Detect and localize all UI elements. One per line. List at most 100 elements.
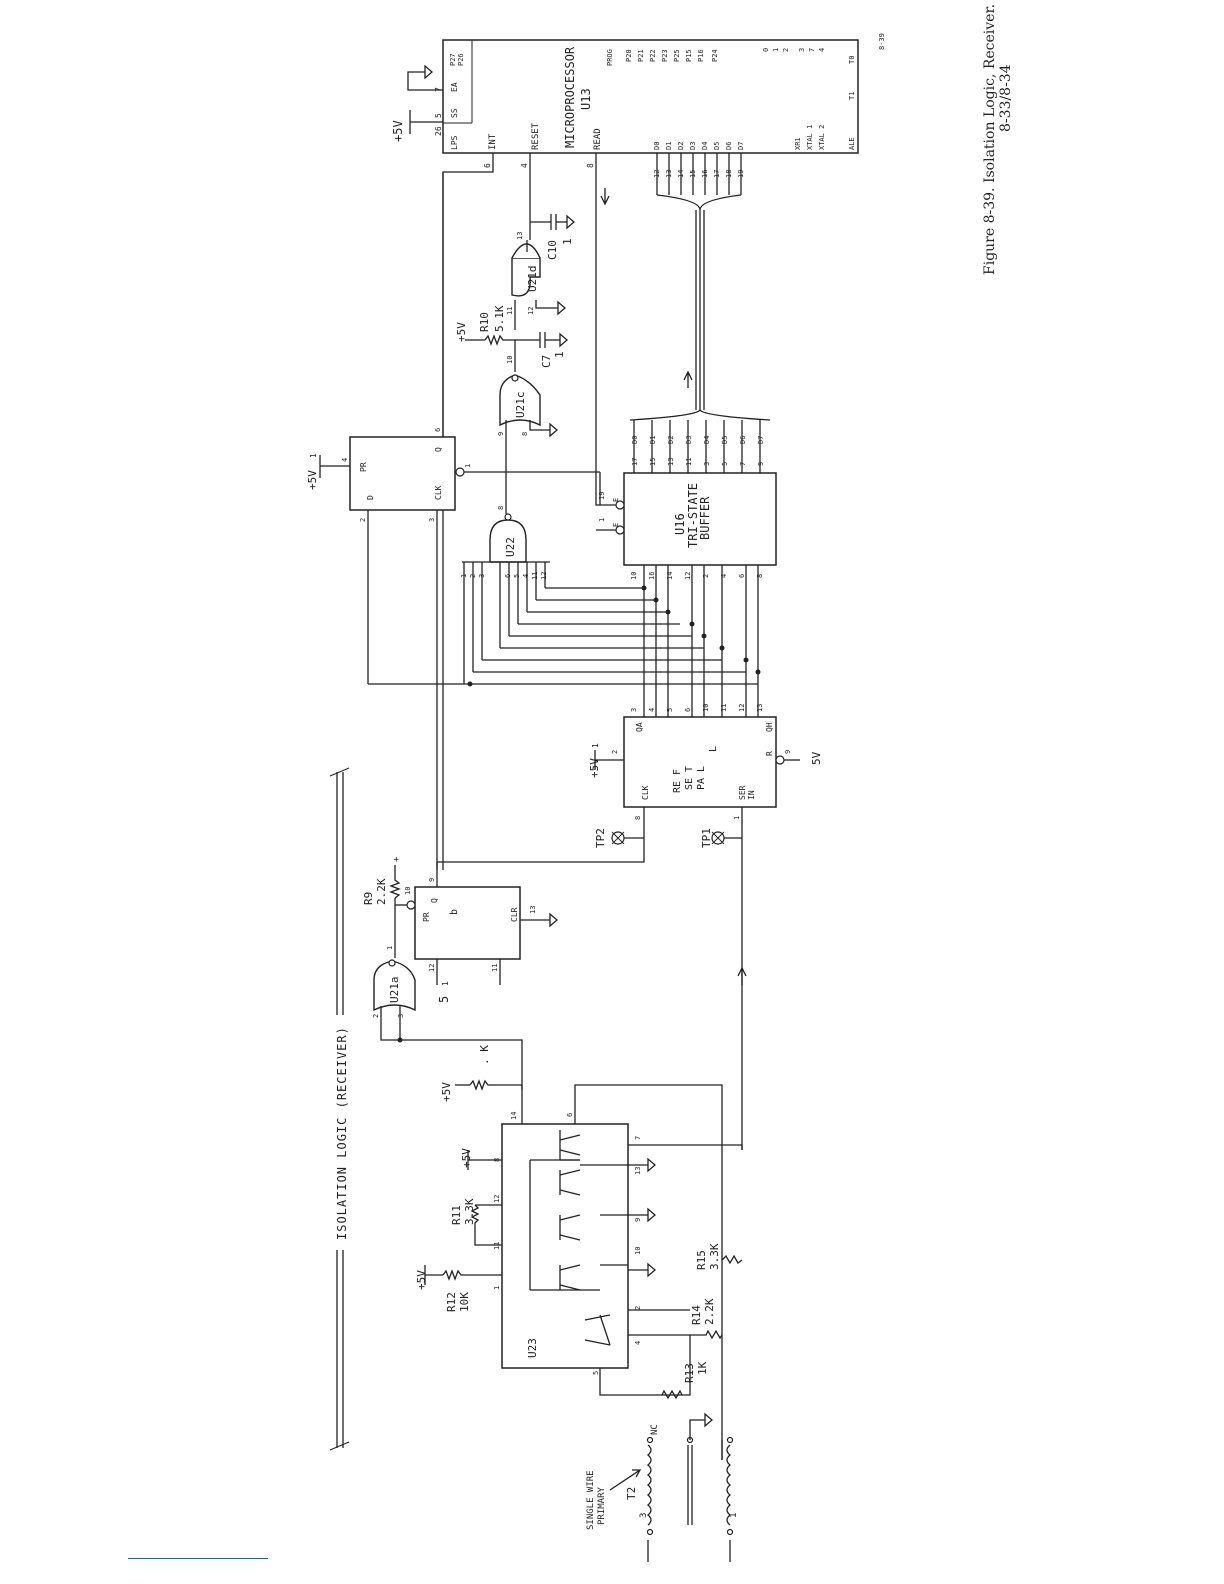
ff-bot-clr: CLR [510, 907, 519, 922]
u13-data-bus-nums: 12 13 14 15 16 17 18 19 [653, 170, 745, 178]
sr-out-3: 3 [630, 708, 638, 712]
u13-num-3: 3 [798, 48, 806, 52]
u22-input-wires [368, 562, 761, 687]
u16-out-d6: D6 [739, 436, 747, 444]
u21d-label: U21d [526, 266, 539, 293]
r13-value: 1K [696, 1361, 709, 1375]
r15-resistor: R15 3.3K [695, 1243, 743, 1270]
u23-pin-12: 12 [493, 1195, 501, 1203]
u16-out-d5: D5 [721, 436, 729, 444]
u13-pin-d3: D3 [689, 142, 697, 150]
ff-bot-pin-10: 10 [404, 887, 412, 895]
u13-pin-p15: P15 [685, 49, 693, 62]
u22-pin-8: 8 [497, 506, 505, 510]
bus-num-19: 19 [737, 170, 745, 178]
ff-top: PR D CLK Q +5V 1 4 2 3 6 1 [306, 172, 600, 870]
u23-isolator: U23 [501, 1123, 629, 1369]
bus-num-15: 15 [689, 170, 697, 178]
r10-ref: R10 [478, 312, 491, 332]
r12-value: 10K [458, 1292, 471, 1312]
u13-num-2: 2 [782, 48, 790, 52]
u13-pin-p22: P22 [649, 49, 657, 62]
c7-value: 1 [553, 351, 566, 358]
u13-pin-read: READ [593, 128, 603, 150]
u23-pin-6: 6 [566, 1113, 574, 1117]
u13-num-1: 1 [772, 48, 780, 52]
sr-r-supply: 5V [810, 751, 823, 765]
u23-pin-10: 10 [634, 1247, 642, 1255]
u22-in-5: 5 [513, 574, 521, 578]
r11-resistor: R11 3.3K [450, 1198, 502, 1246]
sr-qh: QH [765, 722, 774, 732]
u22-in-6: 6 [504, 574, 512, 578]
sr-out-10: 10 [702, 704, 710, 712]
u13-num-7: 7 [808, 48, 816, 52]
ff-top-qbar: Q [434, 447, 443, 452]
u13-pin-ale: ALE [848, 137, 856, 150]
ff-bot-pin-11: 11 [491, 964, 499, 972]
footer-rule [128, 1558, 268, 1559]
u23-pin-7: 7 [634, 1136, 642, 1140]
u16-out-num-5: 5 [721, 462, 729, 466]
u13-pin-ss: SS [450, 108, 459, 118]
bus-num-18: 18 [725, 170, 733, 178]
u23-pin-13: 13 [634, 1167, 642, 1175]
c10-capacitor: C10 1 [530, 214, 575, 260]
sr-out-13: 13 [756, 704, 764, 712]
u16-in-14: 14 [666, 572, 674, 580]
u16-out-num-3: 3 [703, 462, 711, 466]
ser-direction-arrow [737, 966, 747, 985]
u16-out-d0: D0 [631, 436, 639, 444]
ff-top-pr: PR [359, 462, 368, 472]
r13-resistor: R13 1K [661, 1361, 709, 1400]
u13-pin-p24: P24 [711, 49, 719, 62]
r10-value: 5.1K [493, 305, 506, 332]
u23-pin-1: 1 [493, 1286, 501, 1290]
ff-bot-pin-13: 13 [529, 906, 537, 914]
u21a-label: U21a [388, 977, 401, 1004]
sr-clk: CLK [641, 785, 650, 800]
u13-data-pins: D0 D1 D2 D3 D4 D5 D6 D7 [653, 142, 745, 150]
u13-pin-d2: D2 [677, 142, 685, 150]
u16-out-d3: D3 [685, 436, 693, 444]
r11-ref: R11 [450, 1205, 463, 1225]
ff-bot-note: 5 [437, 996, 451, 1003]
u13-pin-d6: D6 [725, 142, 733, 150]
r11-value: 3.3K [463, 1198, 476, 1225]
u21d-pin-11: 11 [506, 307, 514, 315]
u13-pin-ea: EA [450, 82, 459, 92]
u16-en-label-a: E [612, 498, 620, 502]
section-label-bar: ISOLATION LOGIC (RECEIVER) [329, 767, 350, 1451]
r13-ref: R13 [683, 1363, 696, 1383]
sr-line3: PA L [696, 766, 707, 790]
u13-pin-t0: T0 [848, 56, 856, 64]
u13-pin-8: 8 [586, 163, 595, 168]
u13-pin-p21: P21 [637, 49, 645, 62]
r10-supply: +5V [455, 322, 468, 342]
t2-primary: SINGLE WIRE [586, 1470, 596, 1530]
u21c-pin-9: 9 [497, 432, 505, 436]
u23-pin-4: 4 [634, 1341, 642, 1345]
figure-page-ref: 8-33/8-34 [998, 64, 1014, 132]
sr-in: IN [747, 790, 756, 800]
u22-in-4: 4 [522, 574, 530, 578]
u16-in-6: 6 [738, 574, 746, 578]
u16-subtitle2: BUFFER [698, 496, 712, 540]
u16-out-d4: D4 [703, 436, 711, 444]
u13-pin-5: 5 [434, 113, 443, 118]
t2-nc: NC [650, 1424, 660, 1435]
u13-pin-prog: PROG [606, 49, 614, 66]
u16-out-num-9: 9 [757, 462, 765, 466]
u13-supply-label: +5V [391, 120, 405, 142]
ff-top-pin-1: 1 [464, 464, 472, 468]
sr-output-nums: 3 4 5 6 10 11 12 13 [630, 704, 764, 712]
sr-r: R [765, 751, 774, 756]
u13-right-nums: 0 1 2 3 7 4 [762, 48, 826, 52]
ff-top-pin-2: 2 [359, 518, 367, 522]
rk-value: . K [478, 1045, 491, 1065]
c7-ref: C7 [540, 355, 553, 368]
ff-bot-pin-9: 9 [428, 878, 436, 882]
r14-resistor: R14 2.2K [690, 1298, 723, 1340]
u23-pin-9: 9 [634, 1218, 642, 1222]
u16-out-num-17: 17 [631, 458, 639, 466]
